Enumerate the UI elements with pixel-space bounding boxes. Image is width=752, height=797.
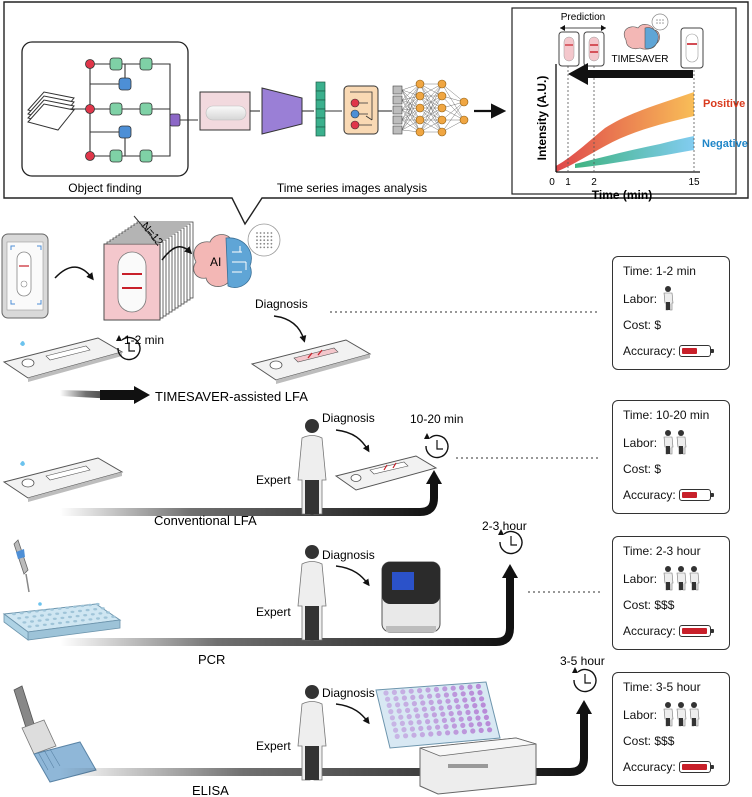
timesaver-method-label: TIMESAVER-assisted LFA (155, 389, 308, 404)
card-cost: Cost: $$$ (623, 598, 675, 612)
card-accuracy: Accuracy: (623, 488, 676, 502)
card-cost: Cost: $ (623, 462, 662, 476)
timesaver-row: N=12 AI Diagnosis (1, 215, 600, 404)
accuracy-battery-icon (679, 345, 714, 357)
pipette-plate-icon (2, 539, 122, 641)
pcr-time-label: 2-3 hour (482, 519, 527, 533)
elisa-diagnosis-label: Diagnosis (322, 686, 375, 700)
card-time: Time: 2-3 hour (623, 544, 701, 558)
lfa-method-label: Conventional LFA (154, 513, 257, 528)
x-tick-1: 1 (565, 177, 571, 188)
timesaver-label: TIMESAVER (611, 54, 668, 65)
lfa-clock-icon (424, 433, 449, 459)
timesaver-brain-icon (623, 13, 669, 50)
labor-people-icon (663, 285, 676, 311)
info-card-timesaver: Time: 1-2 min Labor: Cost: $ Accuracy: (612, 256, 730, 370)
clock-icon (116, 335, 141, 361)
negative-label: Negative (702, 138, 748, 150)
pcr-expert-figure-icon (297, 545, 327, 641)
cnn-encoder-icon (261, 87, 303, 135)
card-accuracy: Accuracy: (623, 624, 676, 638)
prediction-label: Prediction (561, 12, 605, 23)
predicted-strip-2-icon (583, 31, 605, 67)
card-labor: Labor: (623, 572, 658, 586)
info-card-elisa: Time: 3-5 hour Labor: Cost: $$$ Accuracy… (612, 672, 730, 786)
intensity-plot: 0 1 2 15 Time (min) Intensity (A.U.) Pos… (511, 7, 748, 202)
elisa-time-label: 3-5 hour (560, 654, 605, 668)
lfa-result-strip-icon (334, 455, 438, 491)
result-strip-icon (250, 339, 372, 384)
pcr-timeline (60, 576, 514, 646)
smartphone-icon (1, 233, 49, 319)
card-labor: Labor: (623, 708, 658, 722)
plate-reader-icon (419, 737, 537, 795)
y-axis-label: Intensity (A.U.) (535, 76, 549, 161)
card-labor: Labor: (623, 292, 658, 306)
timesaver-time-label: 1-2 min (124, 333, 164, 347)
dense-network-icon (392, 79, 469, 137)
x-tick-15: 15 (688, 177, 700, 188)
ai-brain-icon (193, 223, 281, 288)
cropped-strip-image (199, 91, 251, 131)
feature-vector-icon (315, 81, 326, 137)
timesaver-diagnosis-label: Diagnosis (255, 297, 308, 311)
x-axis-label: Time (min) (592, 188, 652, 202)
elisa-method-label: ELISA (192, 783, 229, 797)
prediction-arrow-icon (568, 63, 693, 85)
card-time: Time: 10-20 min (623, 408, 710, 422)
x-tick-2: 2 (591, 177, 597, 188)
card-cost: Cost: $$$ (623, 734, 675, 748)
expert-figure-icon (297, 419, 327, 515)
positive-series-band (556, 92, 694, 172)
card-cost: Cost: $ (623, 318, 662, 332)
lfa-expert-label: Expert (256, 473, 291, 487)
elisa-plate-icon (375, 681, 501, 749)
lfa-timeline (60, 482, 438, 516)
pcr-row: Expert Diagnosis 2-3 hour PCR (2, 519, 600, 667)
output-node-icon (169, 113, 181, 127)
object-finding-label: Object finding (68, 181, 141, 195)
multichannel-pipette-icon (13, 685, 97, 783)
accuracy-battery-icon (679, 761, 714, 773)
card-time: Time: 3-5 hour (623, 680, 701, 694)
elisa-expert-figure-icon (297, 685, 327, 781)
recurrent-block-icon (343, 85, 379, 135)
card-accuracy: Accuracy: (623, 760, 676, 774)
pcr-machine-icon (381, 561, 441, 633)
info-card-pcr: Time: 2-3 hour Labor: Cost: $$$ Accuracy… (612, 536, 730, 650)
elisa-row: Expert Diagnosis 3-5 hour ELISA (13, 654, 605, 797)
pcr-diagnosis-label: Diagnosis (322, 548, 375, 562)
negative-series-band (575, 136, 694, 168)
elisa-expert-label: Expert (256, 739, 291, 753)
card-labor: Labor: (623, 436, 658, 450)
predicted-strip-1-icon (558, 31, 580, 67)
pcr-method-label: PCR (198, 652, 225, 667)
labor-people-icon (663, 701, 702, 727)
positive-label: Positive (703, 98, 745, 110)
card-time: Time: 1-2 min (623, 264, 696, 278)
image-stack-icon (27, 91, 75, 131)
lfa-sample-strip-icon (2, 457, 124, 502)
accuracy-battery-icon (679, 489, 714, 501)
ai-label: AI (210, 255, 221, 269)
elisa-timeline (60, 712, 588, 776)
pcr-clock-icon (498, 529, 523, 555)
labor-people-icon (663, 565, 702, 591)
elisa-clock-icon (572, 667, 597, 693)
image-sequence-stack (103, 221, 194, 321)
final-strip-icon (680, 27, 704, 69)
object-finding-network (21, 41, 189, 177)
sample-strip-icon (2, 337, 124, 382)
x-tick-0: 0 (549, 177, 555, 188)
lfa-diagnosis-label: Diagnosis (322, 411, 375, 425)
lfa-time-label: 10-20 min (410, 412, 463, 426)
ts-analysis-label: Time series images analysis (277, 181, 427, 195)
card-accuracy: Accuracy: (623, 344, 676, 358)
labor-people-icon (663, 429, 689, 455)
accuracy-battery-icon (679, 625, 714, 637)
info-card-lfa: Time: 10-20 min Labor: Cost: $ Accuracy: (612, 400, 730, 514)
pcr-expert-label: Expert (256, 605, 291, 619)
conventional-lfa-row: Expert Diagnosis 10-20 min Conventional … (2, 411, 600, 528)
